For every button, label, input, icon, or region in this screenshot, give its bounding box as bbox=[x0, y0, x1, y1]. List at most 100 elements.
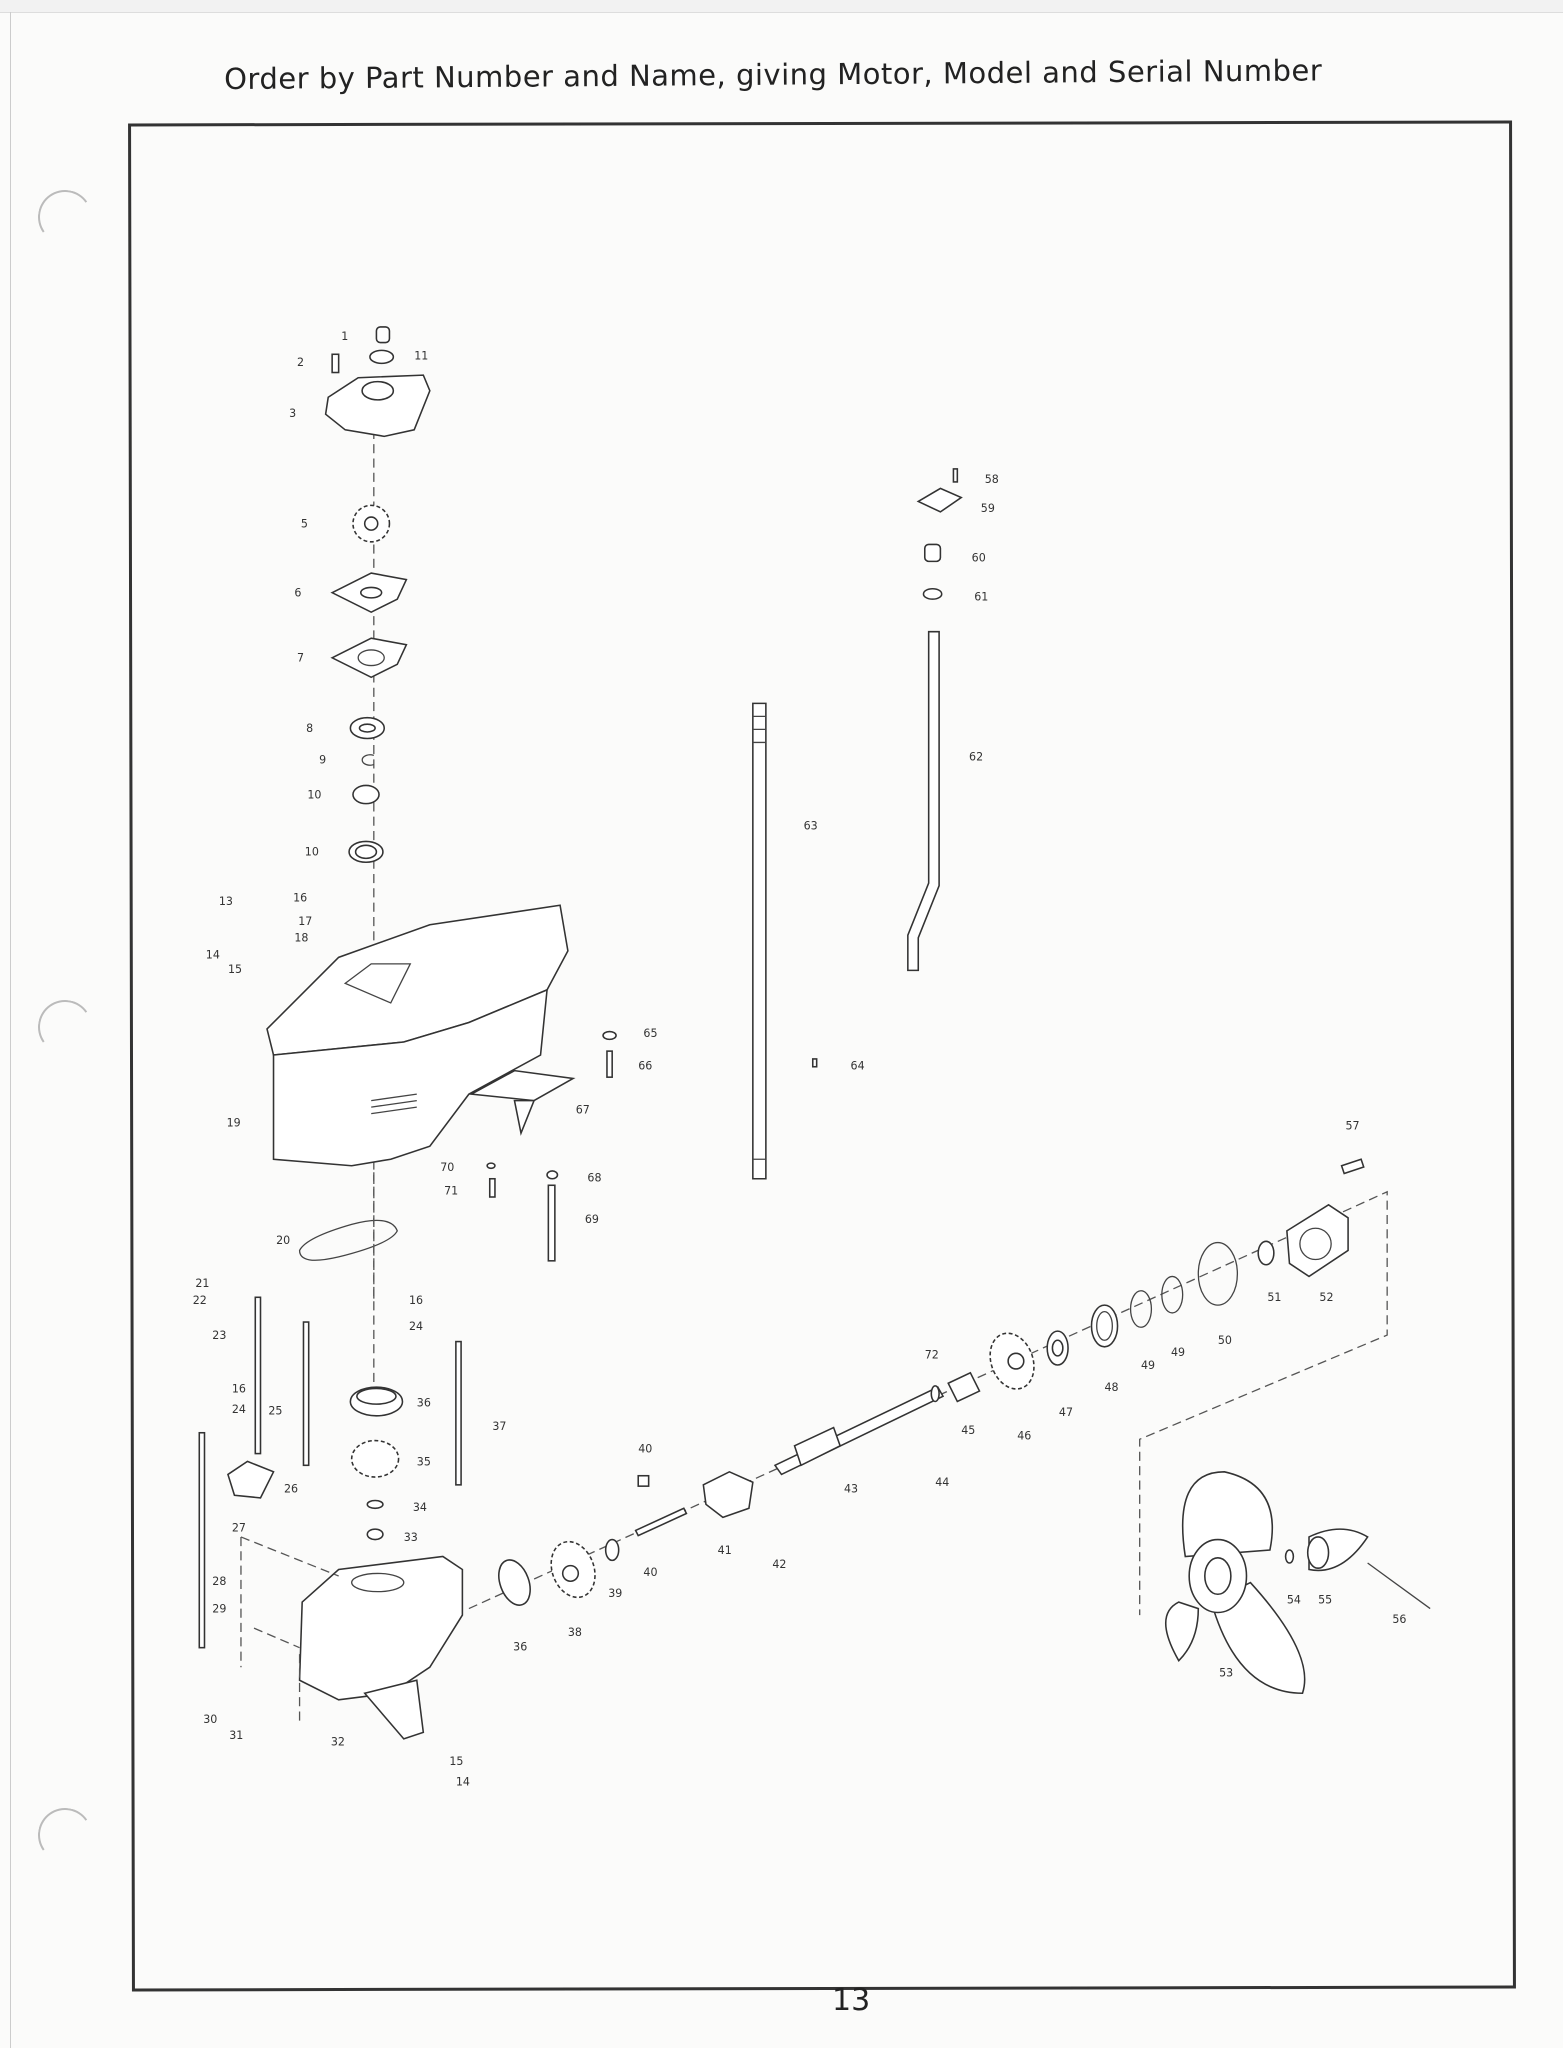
part-36-cup-rear bbox=[498, 1559, 531, 1606]
part-20-gasket bbox=[298, 1219, 398, 1261]
part-callout-label: 18 bbox=[294, 932, 308, 945]
part-callout-label: 25 bbox=[268, 1405, 282, 1418]
part-46-reverse-gear bbox=[989, 1332, 1035, 1390]
part-callout-label: 56 bbox=[1392, 1613, 1406, 1626]
part-41-clutch bbox=[702, 1470, 754, 1519]
part-36-cup bbox=[349, 1386, 404, 1417]
part-callout-label: 24 bbox=[232, 1403, 246, 1416]
part-9-snap-ring bbox=[361, 754, 375, 766]
part-callout-label: 16 bbox=[409, 1294, 423, 1307]
part-56-cotter-pin bbox=[1367, 1562, 1431, 1610]
part-2-screw bbox=[331, 353, 340, 374]
part-callout-label: 2 bbox=[297, 356, 304, 369]
part-callout-label: 49 bbox=[1141, 1359, 1155, 1372]
part-callout-label: 67 bbox=[576, 1104, 590, 1117]
part-35-pinion bbox=[350, 1439, 400, 1478]
part-callout-label: 15 bbox=[449, 1755, 463, 1768]
page-top-edge bbox=[0, 0, 1563, 13]
part-60-grommet bbox=[923, 543, 942, 563]
part-callout-label: 14 bbox=[206, 949, 220, 962]
part-callout-label: 40 bbox=[643, 1566, 657, 1579]
part-57-screw bbox=[1340, 1158, 1365, 1175]
part-19-driveshaft-housing bbox=[266, 904, 569, 1167]
part-callout-label: 66 bbox=[638, 1059, 652, 1072]
part-52-bearing-carrier bbox=[1286, 1203, 1349, 1278]
part-5-impeller bbox=[352, 504, 391, 543]
part-23-stud bbox=[254, 1296, 262, 1455]
part-38-forward-gear bbox=[550, 1540, 596, 1599]
part-callout-label: 22 bbox=[193, 1294, 207, 1307]
part-callout-label: 7 bbox=[297, 652, 304, 665]
part-50-o-ring bbox=[1197, 1241, 1239, 1306]
part-callout-label: 10 bbox=[307, 788, 321, 801]
part-callout-label: 54 bbox=[1287, 1593, 1301, 1606]
part-49-ring bbox=[1129, 1290, 1153, 1328]
part-callout-label: 51 bbox=[1267, 1291, 1281, 1304]
part-callout-label: 45 bbox=[961, 1424, 975, 1437]
part-55-nut bbox=[1306, 1528, 1369, 1572]
part-1-grommet bbox=[375, 326, 391, 344]
part-callout-label: 16 bbox=[232, 1382, 246, 1395]
part-callout-label: 5 bbox=[301, 518, 308, 531]
part-callout-label: 20 bbox=[276, 1234, 290, 1247]
part-callout-label: 39 bbox=[608, 1587, 622, 1600]
part-callout-label: 16 bbox=[293, 891, 307, 904]
part-26-bracket bbox=[227, 1460, 275, 1499]
part-callout-label: 24 bbox=[409, 1320, 423, 1333]
part-34-washer bbox=[366, 1499, 384, 1510]
part-47-bearing bbox=[1046, 1330, 1069, 1366]
part-7-gasket bbox=[330, 637, 408, 679]
part-49-ring bbox=[1161, 1275, 1184, 1314]
part-43-propshaft bbox=[773, 1386, 945, 1476]
part-40-cradle bbox=[637, 1474, 650, 1487]
part-callout-label: 44 bbox=[935, 1476, 949, 1489]
part-48-cup bbox=[1090, 1304, 1119, 1348]
part-callout-label: 28 bbox=[212, 1575, 226, 1588]
part-33-bushing bbox=[366, 1528, 384, 1541]
part-callout-label: 30 bbox=[203, 1713, 217, 1726]
part-10-cone bbox=[352, 784, 380, 805]
part-callout-label: 26 bbox=[284, 1483, 298, 1496]
part-68-washer bbox=[546, 1170, 559, 1180]
part-62-shift-rod bbox=[907, 630, 940, 972]
part-11-seal bbox=[369, 349, 395, 365]
part-callout-label: 1 bbox=[341, 330, 348, 343]
part-callout-label: 46 bbox=[1017, 1429, 1031, 1442]
part-callout-label: 50 bbox=[1218, 1334, 1232, 1347]
part-callout-label: 8 bbox=[306, 722, 313, 735]
part-3-pump-housing bbox=[324, 374, 431, 438]
part-callout-label: 3 bbox=[289, 407, 296, 420]
part-callout-label: 65 bbox=[643, 1027, 657, 1040]
part-callout-label: 69 bbox=[585, 1213, 599, 1226]
part-51-seal bbox=[1257, 1240, 1275, 1266]
part-callout-label: 36 bbox=[417, 1397, 431, 1410]
part-54-washer bbox=[1284, 1549, 1295, 1564]
part-callout-label: 17 bbox=[298, 915, 312, 928]
part-8-bearing bbox=[349, 716, 386, 740]
part-callout-label: 47 bbox=[1059, 1406, 1073, 1419]
part-callout-label: 40 bbox=[638, 1442, 652, 1455]
part-callout-label: 72 bbox=[925, 1349, 939, 1362]
part-callout-label: 21 bbox=[195, 1277, 209, 1290]
part-6-plate bbox=[330, 572, 408, 614]
part-callout-label: 60 bbox=[972, 551, 986, 564]
part-callout-label: 68 bbox=[587, 1171, 601, 1184]
part-callout-label: 61 bbox=[974, 590, 988, 603]
part-callout-label: 23 bbox=[212, 1329, 226, 1342]
part-callout-label: 35 bbox=[417, 1455, 431, 1468]
part-53-propeller bbox=[1165, 1471, 1306, 1695]
part-callout-label: 9 bbox=[319, 753, 326, 766]
part-callout-label: 41 bbox=[718, 1544, 732, 1557]
part-callout-label: 64 bbox=[851, 1059, 865, 1072]
part-64-pin bbox=[811, 1058, 818, 1068]
part-callout-label: 59 bbox=[981, 502, 995, 515]
part-callout-label: 70 bbox=[440, 1161, 454, 1174]
part-40-pin bbox=[634, 1507, 688, 1537]
part-callout-label: 42 bbox=[772, 1558, 786, 1571]
part-27-stud bbox=[198, 1431, 206, 1649]
part-callout-label: 15 bbox=[228, 963, 242, 976]
part-37-stud bbox=[455, 1340, 462, 1486]
